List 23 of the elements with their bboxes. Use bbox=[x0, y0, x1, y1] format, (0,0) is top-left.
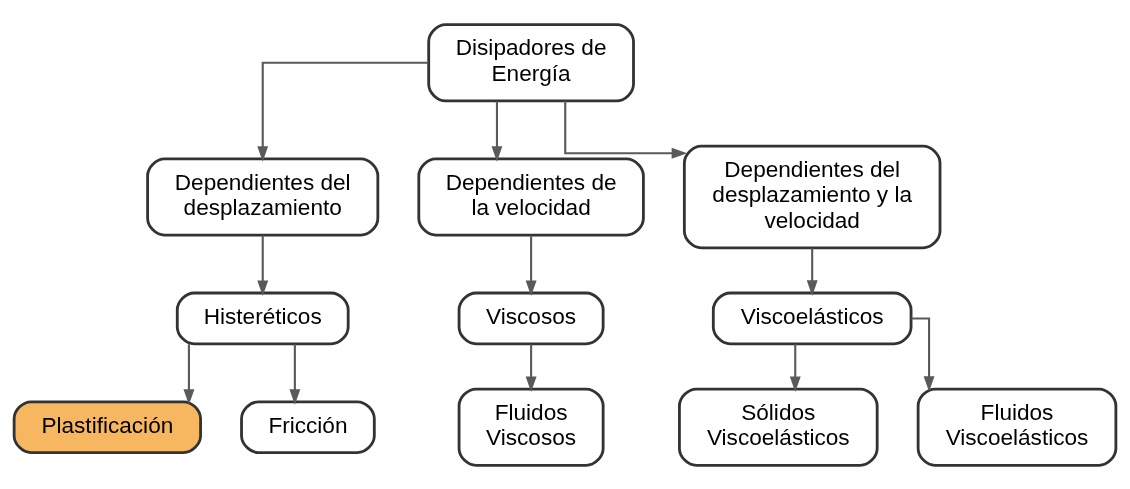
arrow bbox=[789, 343, 801, 392]
arrow bbox=[564, 100, 688, 159]
node-box: Fricción bbox=[240, 399, 376, 454]
node-box: Dependientes de la velocidad bbox=[417, 156, 645, 237]
node-box: Viscoelásticos bbox=[711, 291, 913, 345]
arrow bbox=[289, 343, 301, 405]
node-box: Dependientes del desplazamiento bbox=[146, 156, 380, 237]
arrow bbox=[806, 248, 818, 296]
node-box: Fluidos Viscoelásticos bbox=[916, 387, 1118, 467]
arrow bbox=[525, 343, 537, 392]
node-box: Disipadores de Energía bbox=[427, 22, 635, 102]
arrow bbox=[911, 316, 935, 392]
arrow bbox=[491, 100, 503, 162]
node-box: Plastificación bbox=[12, 399, 202, 454]
node-box: Sólidos Viscoelásticos bbox=[678, 387, 879, 467]
node-box: Fluidos Viscosos bbox=[457, 387, 605, 467]
node-box: Dependientes del desplazamiento y la velocidad bbox=[682, 144, 942, 249]
arrow bbox=[257, 61, 429, 162]
node-box: Viscosos bbox=[457, 291, 605, 345]
arrow bbox=[183, 343, 195, 405]
node-box: Histeréticos bbox=[175, 291, 350, 345]
arrow bbox=[257, 234, 269, 296]
arrow bbox=[525, 234, 537, 296]
